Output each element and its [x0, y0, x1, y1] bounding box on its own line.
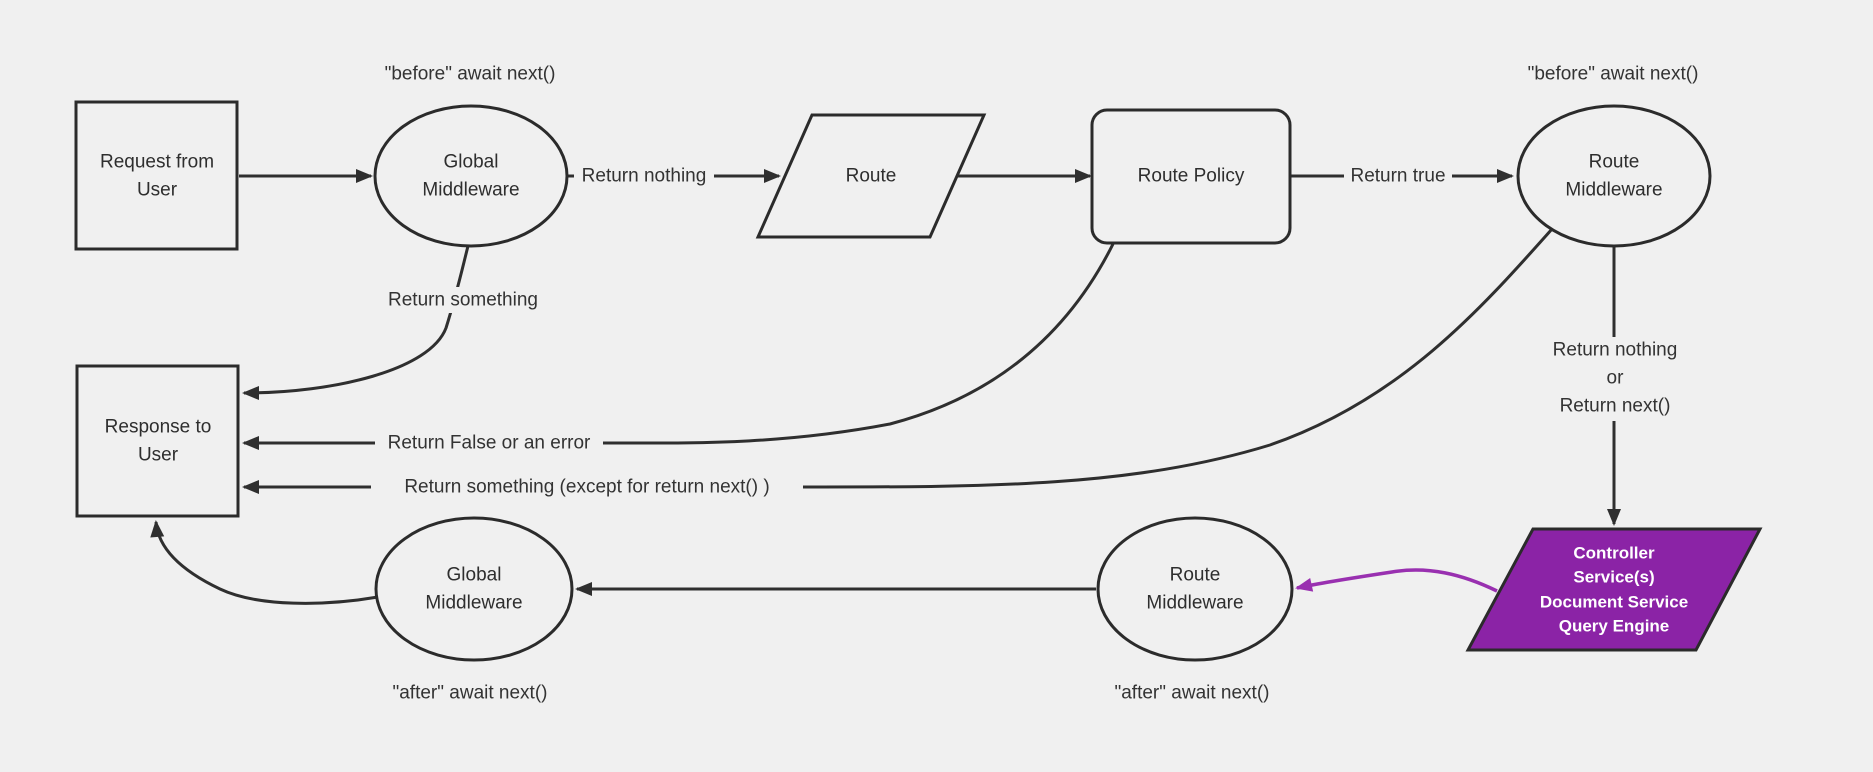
route-middleware-top-node [1516, 104, 1712, 248]
route-policy-node [1090, 108, 1292, 245]
edge-label-return-false: Return False or an error [388, 433, 591, 454]
global-middleware-top-node [373, 104, 569, 248]
route-middleware-top-label-line2: Middleware [1565, 180, 1662, 201]
edge-controller-to-route-mw-bottom [1295, 568, 1498, 593]
response-to-user-label-line1: Response to [105, 417, 212, 438]
route-node [755, 113, 987, 239]
request-from-user-label-line1: Request from [100, 152, 214, 173]
edge-global-mw-return-something [242, 245, 470, 400]
edge-label-bg [385, 287, 541, 313]
route-middleware-top-label-line1: Route [1589, 152, 1640, 173]
response-to-user-label-line2: User [138, 445, 179, 466]
annotation-after-global: "after" await next() [393, 683, 548, 704]
response-to-user-node [75, 364, 240, 518]
annotation-before-global: "before" await next() [385, 64, 556, 85]
global-middleware-bottom-node [374, 516, 574, 662]
controller-services-label-line3: Document Service [1540, 593, 1688, 612]
global-middleware-top-label-line1: Global [444, 152, 499, 173]
global-middleware-top-label-line2: Middleware [422, 180, 519, 201]
edge-label-return-nothing-or-line2: or [1607, 368, 1625, 389]
controller-services-label-line4: Query Engine [1559, 617, 1670, 636]
edge-label-bg [1541, 337, 1689, 421]
global-middleware-bottom-label-line1: Global [447, 565, 502, 586]
edge-label-return-true: Return true [1350, 166, 1445, 187]
annotation-before-route: "before" await next() [1528, 64, 1699, 85]
edge-label-bg [371, 474, 803, 500]
global-middleware-bottom-label-line2: Middleware [425, 593, 522, 614]
route-label: Route [846, 166, 897, 187]
edge-label-bg [375, 430, 603, 456]
edge-route-policy-return-false [242, 243, 1115, 450]
route-middleware-bottom-node [1096, 516, 1294, 662]
controller-services-label-line1: Controller [1573, 544, 1655, 563]
edge-label-bg [574, 162, 714, 189]
edge-global-mw-bottom-to-response [150, 520, 379, 605]
controller-services-node [1465, 527, 1763, 652]
request-from-user-label-line2: User [137, 180, 178, 201]
edge-label-return-nothing-or-line3: Return next() [1560, 396, 1671, 417]
route-middleware-bottom-label-line2: Middleware [1146, 593, 1243, 614]
edge-label-return-nothing-or-line1: Return nothing [1553, 340, 1678, 361]
edge-label-return-something-except: Return something (except for return next… [404, 477, 769, 498]
edge-label-bg [1344, 162, 1452, 189]
request-from-user-node [74, 100, 239, 251]
edge-route-mw-return-something-except [242, 228, 1554, 494]
edge-label-return-nothing: Return nothing [582, 166, 707, 187]
annotation-after-route: "after" await next() [1115, 683, 1270, 704]
controller-services-label-line2: Service(s) [1573, 568, 1654, 587]
route-middleware-bottom-label-line1: Route [1170, 565, 1221, 586]
route-policy-label: Route Policy [1138, 166, 1245, 187]
edge-label-return-something: Return something [388, 290, 538, 311]
